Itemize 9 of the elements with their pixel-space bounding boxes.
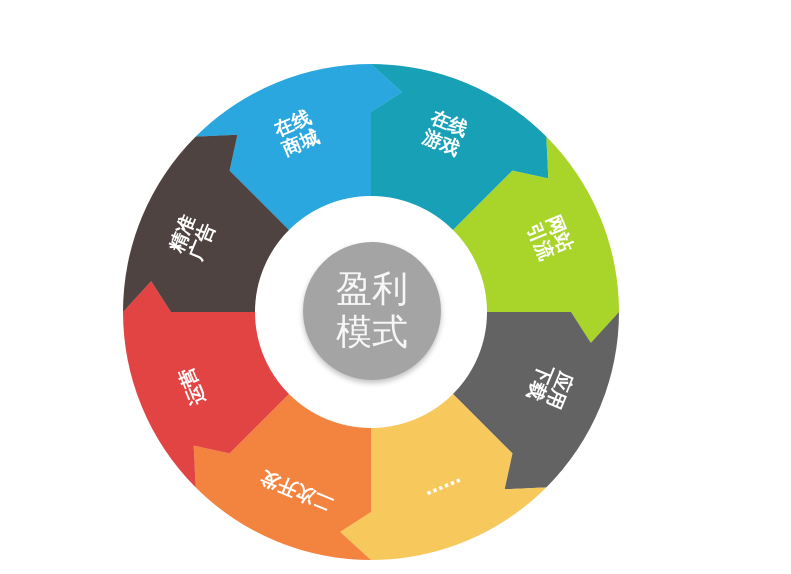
segment-label: 在线游戏 — [418, 106, 472, 162]
segment-label: 二次开发 — [258, 466, 336, 515]
segment-label: …… — [423, 473, 466, 508]
segment-label: 应用下载 — [522, 359, 577, 414]
center-label: 盈利模式 — [336, 268, 408, 353]
segment-label: 精准广告 — [165, 211, 220, 266]
segment-label: 运营 — [176, 364, 210, 408]
segment-label: 网站引流 — [522, 211, 577, 266]
segment-label: 在线商城 — [270, 106, 324, 162]
